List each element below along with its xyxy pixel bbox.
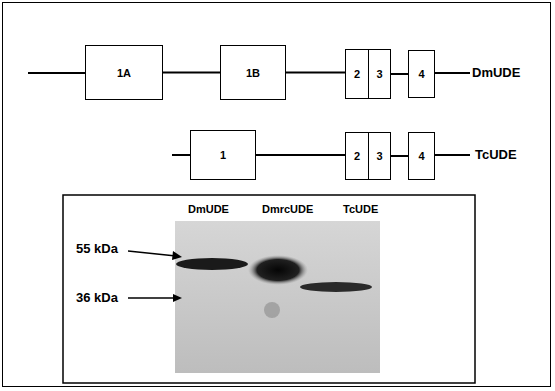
exon-box: 1: [190, 130, 256, 180]
exon-box: 4: [408, 132, 435, 180]
exon-number: 2: [354, 150, 360, 162]
exon-box: 1A: [85, 45, 163, 100]
protein-smear: [264, 302, 280, 318]
exon-box: 2: [345, 49, 369, 99]
blot-frame: [63, 195, 475, 383]
exon-number: 4: [418, 68, 424, 80]
exon-box: 2: [345, 132, 369, 180]
size-marker: 55 kDa: [76, 241, 118, 256]
gene-line: [28, 72, 86, 74]
protein-band: [176, 258, 248, 270]
exon-number: 3: [376, 68, 382, 80]
exon-number: 1A: [117, 67, 131, 79]
gene-name: TcUDE: [475, 147, 517, 162]
exon-box: 4: [408, 50, 435, 98]
marker-arrowhead: [173, 294, 182, 302]
gene-name: DmUDE: [472, 65, 520, 80]
intron-line: [391, 155, 408, 157]
lane-label: DmrcUDE: [262, 203, 313, 215]
intron-line: [391, 73, 408, 75]
protein-band: [300, 282, 372, 292]
exon-box: 1B: [220, 45, 286, 100]
lane-label: TcUDE: [343, 203, 378, 215]
exon-number: 1B: [246, 67, 260, 79]
marker-arrow: [128, 297, 176, 299]
gene-line: [434, 154, 470, 156]
gene-line: [434, 72, 470, 74]
intron-line: [163, 72, 220, 74]
exon-number: 4: [418, 150, 424, 162]
exon-box: 3: [368, 132, 391, 180]
blot-image: [175, 221, 380, 373]
protein-band: [248, 255, 308, 285]
exon-number: 3: [376, 150, 382, 162]
gene-line: [172, 154, 191, 156]
lane-label: DmUDE: [188, 203, 229, 215]
size-marker: 36 kDa: [76, 290, 118, 305]
marker-arrowhead: [172, 251, 182, 260]
intron-line: [286, 72, 345, 74]
exon-box: 3: [368, 49, 391, 99]
exon-number: 1: [220, 149, 226, 161]
intron-line: [256, 154, 345, 156]
marker-arrow: [128, 251, 176, 256]
exon-number: 2: [354, 68, 360, 80]
